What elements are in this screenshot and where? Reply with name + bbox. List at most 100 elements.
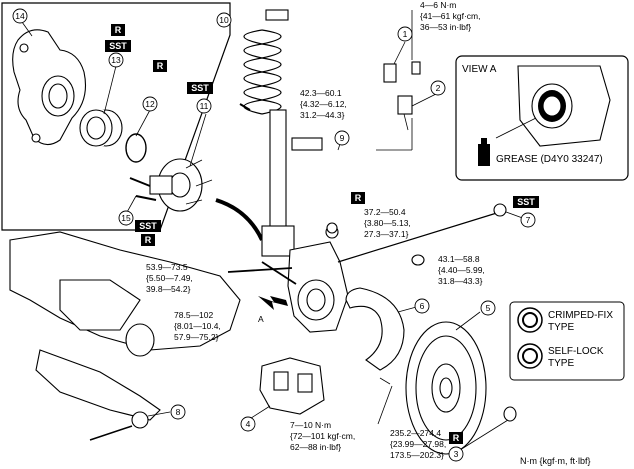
callout-8: 8: [170, 404, 186, 420]
crimped-fix-label-2: TYPE: [548, 322, 574, 333]
callout-12: 12: [142, 96, 158, 112]
torque-t3: 37.2—50.4{3.80—5.13,27.3—37.1}: [364, 207, 411, 239]
grease-tube-icon: [478, 138, 490, 166]
torque-line: 62—88 in·lbf}: [290, 442, 341, 452]
brake-disc-part: [405, 321, 487, 455]
view-a-arrow-label: A: [258, 314, 264, 324]
callout-4: 4: [240, 416, 256, 432]
inset-pointer-arrow: [215, 198, 264, 241]
abs-sensor-part: [383, 61, 421, 131]
hub-inset-frame: [1, 2, 231, 231]
torque-line: {3.80—5.13,: [364, 218, 411, 228]
callout-11: 11: [196, 98, 212, 114]
callout-13: 13: [108, 52, 124, 68]
callout-number: 13: [111, 55, 121, 65]
grease-label: GREASE (D4Y0 33247): [496, 154, 603, 165]
torque-line: 37.2—50.4: [364, 207, 406, 217]
callout-number: 3: [454, 449, 459, 459]
callout-number: 5: [486, 303, 491, 313]
self-lock-label-1: SELF-LOCK: [548, 346, 604, 357]
steering-knuckle-main: [227, 225, 349, 333]
subframe-part: [9, 231, 241, 421]
callout-number: 4: [246, 419, 251, 429]
torque-t7: 7—10 N·m{72—101 kgf·cm,62—88 in·lbf}: [290, 420, 355, 452]
tag-text: R: [145, 235, 152, 245]
torque-line: {4.40—5.99,: [438, 265, 485, 275]
torque-line: 42.3—60.1: [300, 88, 342, 98]
dust-cover-part: [345, 287, 405, 371]
strut-assembly: [239, 9, 323, 257]
replace-tag: R: [141, 234, 155, 246]
hub-lock-nut-part: [503, 406, 517, 422]
callout-5: 5: [480, 300, 496, 316]
callout-number: 15: [121, 213, 131, 223]
callout-number: 10: [219, 15, 229, 25]
view-a-arrow: [258, 296, 288, 310]
snap-ring-part: [125, 133, 147, 163]
tie-rod-nut-part: [411, 254, 425, 266]
callout-3: 3: [448, 446, 464, 462]
torque-line: {41—61 kgf·cm,: [420, 11, 480, 21]
torque-line: 31.8—43.3}: [438, 276, 483, 286]
self-lock-label-2: TYPE: [548, 358, 574, 369]
torque-line: 78.5—102: [174, 310, 213, 320]
callout-1: 1: [397, 26, 413, 42]
tie-rod-end-part: [337, 203, 507, 263]
wheel-hub-part: [149, 158, 213, 212]
sst-tag: SST: [513, 196, 539, 208]
callout-number: 7: [526, 215, 531, 225]
brake-caliper-part: [259, 357, 325, 415]
tag-text: R: [453, 433, 460, 443]
crimped-fix-label-1: CRIMPED-FIX: [548, 310, 613, 321]
knuckle-part: [12, 29, 87, 146]
callout-number: 2: [436, 83, 441, 93]
callout-number: 1: [403, 29, 408, 39]
tag-text: R: [115, 25, 122, 35]
torque-line: {23.99—27.98,: [390, 439, 446, 449]
torque-line: 235.2—274.4: [390, 428, 441, 438]
callout-14: 14: [12, 8, 28, 24]
wheel-bearing-part: [79, 109, 123, 147]
replace-tag: R: [111, 24, 125, 36]
view-a-title: VIEW A: [462, 64, 497, 75]
torque-line: 4—6 N·m: [420, 0, 456, 10]
callout-number: 8: [176, 407, 181, 417]
callout-number: 9: [340, 133, 345, 143]
torque-line: 57.9—75.2}: [174, 332, 219, 342]
callout-number: 6: [420, 301, 425, 311]
sst-tag: SST: [187, 82, 213, 94]
torque-t4: 43.1—58.8{4.40—5.99,31.8—43.3}: [438, 254, 485, 286]
tag-text: SST: [109, 41, 127, 51]
torque-line: 173.5—202.3}: [390, 450, 444, 460]
ball-joint-part: [89, 411, 149, 441]
tag-text: SST: [517, 197, 535, 207]
tag-text: R: [355, 193, 362, 203]
callout-7: 7: [520, 212, 536, 228]
tag-text: SST: [191, 83, 209, 93]
torque-t6: 78.5—102{8.01—10.4,57.9—75.2}: [174, 310, 221, 342]
nut-type-legend: [509, 301, 625, 381]
torque-t2: 42.3—60.1{4.32—6.12,31.2—44.3}: [300, 88, 347, 120]
callout-number: 12: [145, 99, 155, 109]
torque-line: 39.8—54.2}: [146, 284, 191, 294]
tag-text: R: [157, 61, 164, 71]
callout-2: 2: [430, 80, 446, 96]
torque-line: 36—53 in·lbf}: [420, 22, 471, 32]
replace-tag: R: [153, 60, 167, 72]
units-note: N·m {kgf·m, ft·lbf}: [520, 456, 591, 466]
torque-line: 31.2—44.3}: [300, 110, 345, 120]
torque-line: 27.3—37.1}: [364, 229, 409, 239]
torque-specs: 4—6 N·m{41—61 kgf·cm,36—53 in·lbf} 42.3—6…: [146, 0, 485, 460]
callout-number: 11: [200, 101, 209, 111]
torque-line: {5.50—7.49,: [146, 273, 193, 283]
torque-t5: 53.9—73.5{5.50—7.49,39.8—54.2}: [146, 262, 193, 294]
torque-line: 7—10 N·m: [290, 420, 331, 430]
replace-tag: R: [449, 432, 463, 444]
torque-t1: 4—6 N·m{41—61 kgf·cm,36—53 in·lbf}: [420, 0, 480, 32]
view-a-box: [455, 55, 629, 181]
knuckle-nut-part: [326, 222, 338, 234]
torque-t8: 235.2—274.4{23.99—27.98,173.5—202.3}: [390, 428, 446, 460]
hub-bolt-part: [129, 177, 157, 201]
